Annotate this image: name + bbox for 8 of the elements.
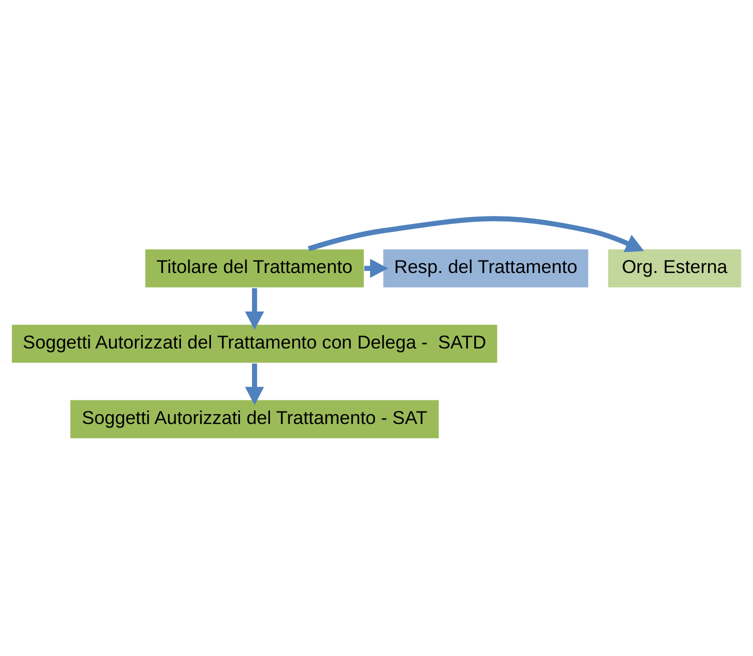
node-box: Soggetti Autorizzati del Trattamento con Delega - SATD (11, 323, 498, 364)
node-box: Titolare del Trattamento (144, 248, 365, 288)
arrow (308, 216, 644, 252)
arrow (245, 363, 264, 405)
node-box: Resp. del Trattamento (382, 248, 590, 288)
node-box: Soggetti Autorizzati del Trattamento - SAT (69, 398, 440, 439)
node-box: Org. Esterna (607, 248, 742, 288)
arrow (245, 288, 264, 330)
